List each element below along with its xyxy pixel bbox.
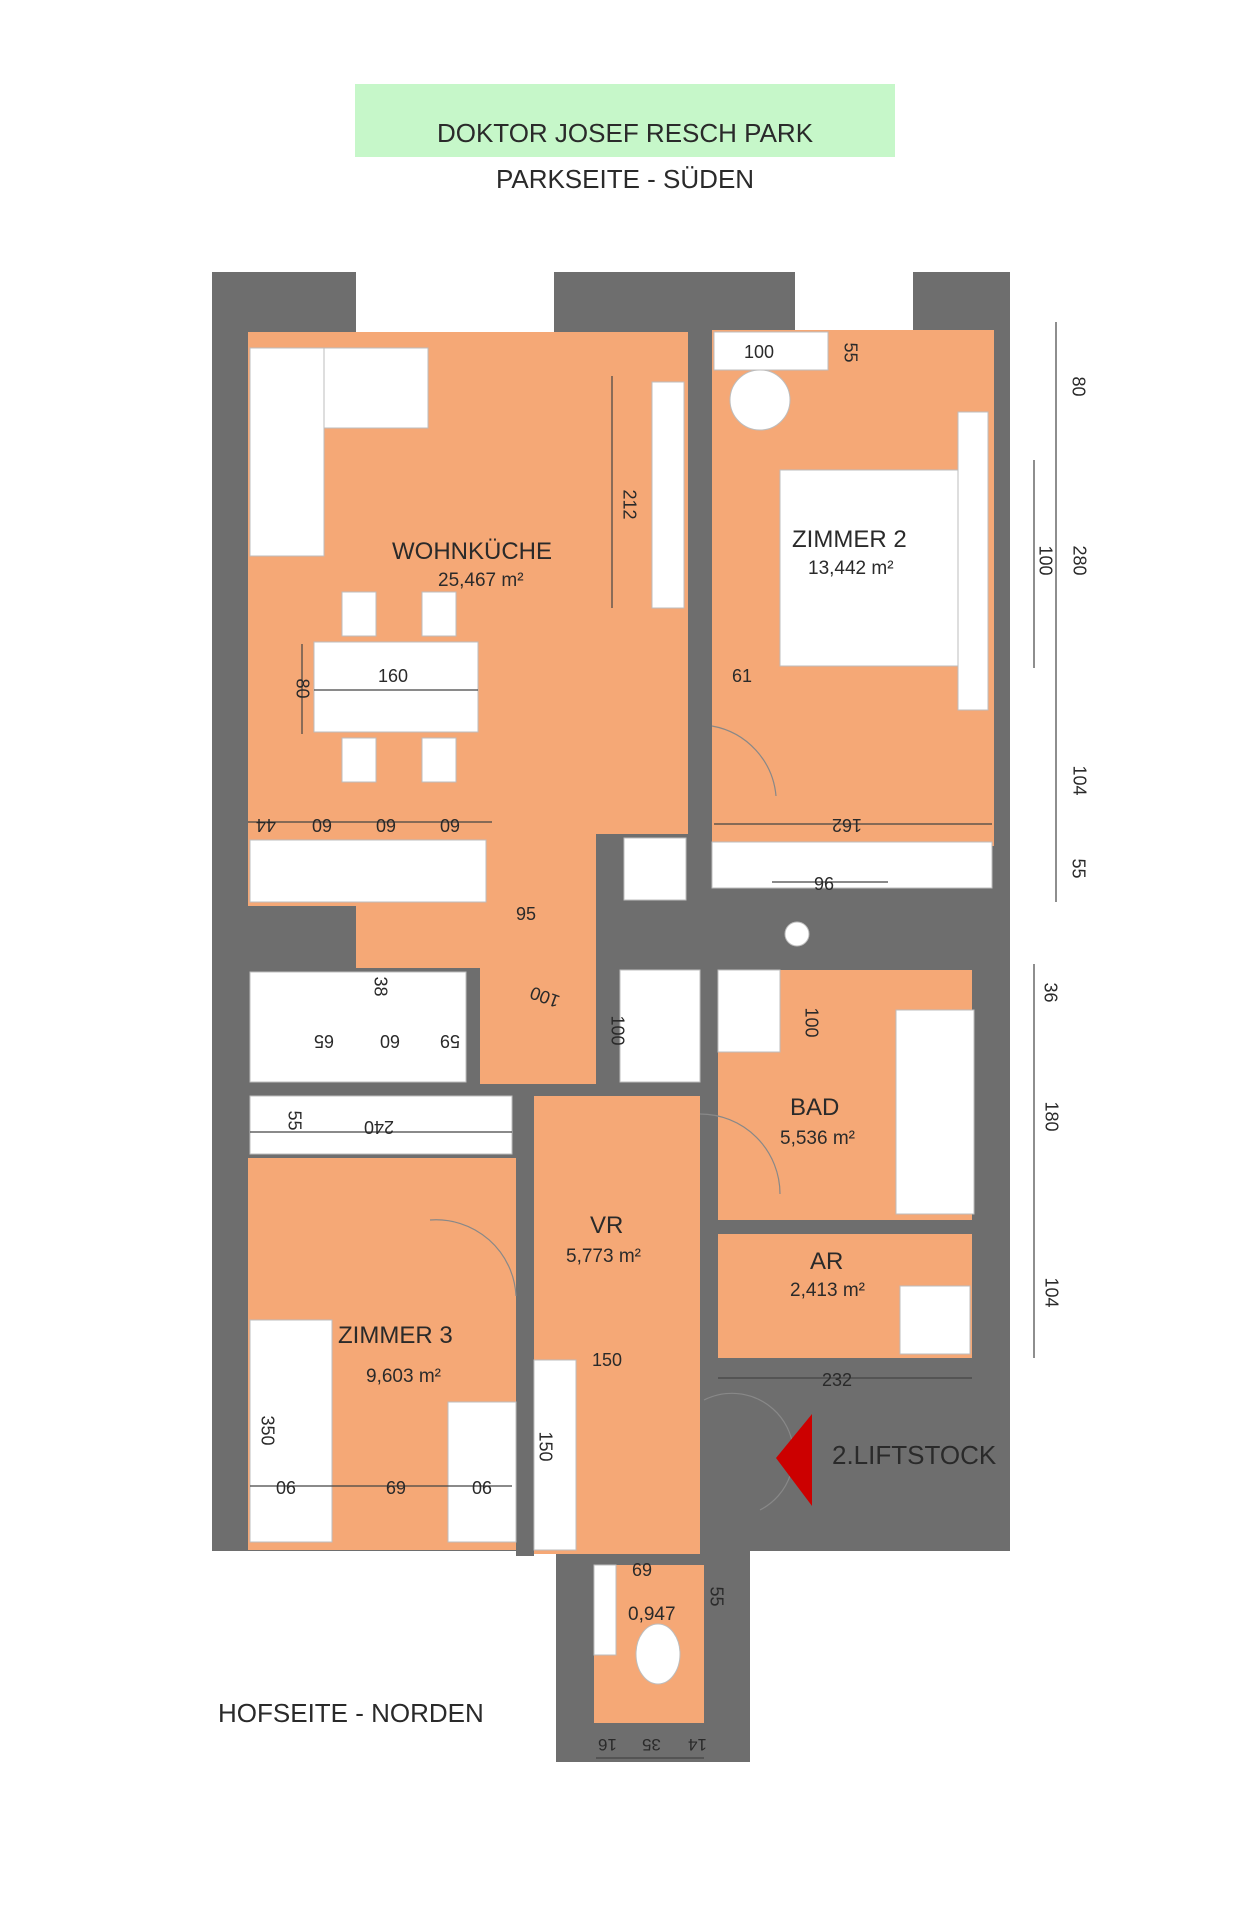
room-area-wohnkueche: 25,467 m²: [438, 570, 524, 591]
dimension-lines: [248, 322, 1057, 1759]
dim-right-55: 55: [1068, 858, 1089, 879]
dim-lower-59: 59: [440, 1031, 461, 1051]
dim-bad-100: 100: [801, 1007, 822, 1038]
dim-kitchen-60b: 60: [376, 815, 397, 835]
dim-kitchen-60a: 60: [312, 815, 333, 835]
entrance-arrow: [776, 1414, 812, 1506]
dim-shaft-100: 100: [607, 1015, 628, 1046]
dim-desk-90b: 90: [472, 1477, 493, 1497]
dim-right-104a: 104: [1069, 765, 1090, 796]
room-name-zimmer3: ZIMMER 3: [338, 1322, 453, 1349]
dim-vr-150-vertical: 150: [535, 1431, 556, 1462]
dim-ar-232: 232: [822, 1370, 853, 1390]
dim-table-80: 80: [292, 678, 313, 699]
wardrobe-vr: [533, 1359, 577, 1551]
wardrobe-zimmer2: [711, 841, 993, 889]
dim-right-104b: 104: [1041, 1277, 1062, 1308]
lower-counter: [249, 971, 467, 1083]
desk: [249, 1319, 333, 1543]
dim-right-180: 180: [1041, 1101, 1062, 1132]
dim-room2-162: 162: [832, 815, 863, 835]
dim-bed-depth: 100: [1035, 545, 1056, 576]
room-area-wc: 0,947: [628, 1604, 676, 1625]
room-area-zimmer2: 13,442 m²: [808, 558, 894, 579]
room-area-ar: 2,413 m²: [790, 1280, 865, 1301]
dim-zimmer3-350: 350: [257, 1415, 278, 1446]
room-name-vr: VR: [590, 1212, 624, 1239]
kitchen-counter: [249, 839, 487, 903]
bathtub: [895, 1009, 975, 1215]
dim-zimmer3-55: 55: [284, 1110, 305, 1131]
dim-wc-55: 55: [706, 1586, 727, 1607]
dim-desk-90a: 90: [276, 1477, 297, 1497]
dim-kitchen-95: 95: [516, 904, 537, 924]
room-area-zimmer3: 9,603 m²: [366, 1366, 441, 1387]
fridge-column: [651, 381, 685, 609]
room-name-ar: AR: [810, 1248, 844, 1275]
dim-wc-69: 69: [632, 1560, 653, 1580]
orientation-south-label: PARKSEITE - SÜDEN: [495, 164, 755, 194]
room-area-vr: 5,773 m²: [566, 1246, 641, 1267]
washbasin: [717, 969, 781, 1053]
sofa: [249, 347, 325, 557]
dim-hall-96: 96: [814, 874, 835, 894]
south-windows: [312, 272, 913, 1621]
door-swings: [429, 725, 795, 1511]
dim-sink-38: 38: [370, 976, 391, 997]
room-area-bad: 5,536 m²: [780, 1128, 855, 1149]
dim-desk-69: 69: [386, 1477, 407, 1497]
dim-closet-55: 55: [840, 342, 861, 363]
dim-kitchen-60c: 60: [440, 815, 461, 835]
dim-room2-61: 61: [732, 666, 753, 686]
orientation-north-label: HOFSEITE - NORDEN: [218, 1698, 484, 1728]
wardrobe-zimmer3: [249, 1095, 513, 1155]
dim-lower-65: 65: [314, 1031, 335, 1051]
dim-right-80: 80: [1068, 376, 1089, 397]
dim-lower-60: 60: [380, 1031, 401, 1051]
furniture: [249, 331, 993, 1685]
room-name-zimmer2: ZIMMER 2: [792, 526, 907, 553]
dim-kitchen-44: 44: [256, 815, 277, 835]
dim-wc-16: 16: [598, 1735, 617, 1754]
dim-closet-100: 100: [744, 342, 775, 362]
entrance-label: 2.LIFTSTOCK: [832, 1440, 997, 1470]
bed: [779, 469, 987, 667]
room-name-wohnkueche: WOHNKÜCHE: [392, 538, 552, 565]
room-name-bad: BAD: [790, 1094, 840, 1121]
dim-zimmer3-240: 240: [364, 1117, 395, 1137]
dim-vr-150: 150: [592, 1350, 623, 1370]
fixtures: [729, 369, 810, 947]
dim-right-280: 280: [1069, 545, 1090, 576]
dim-right-36: 36: [1040, 982, 1061, 1003]
dining-table: [313, 641, 479, 733]
dim-fridge-212: 212: [619, 489, 640, 520]
dim-table-160: 160: [378, 666, 409, 686]
project-title: DOKTOR JOSEF RESCH PARK: [436, 118, 814, 148]
dim-wc-35: 35: [642, 1735, 661, 1754]
dim-wc-14: 14: [688, 1735, 707, 1754]
header-banner: [355, 84, 895, 157]
